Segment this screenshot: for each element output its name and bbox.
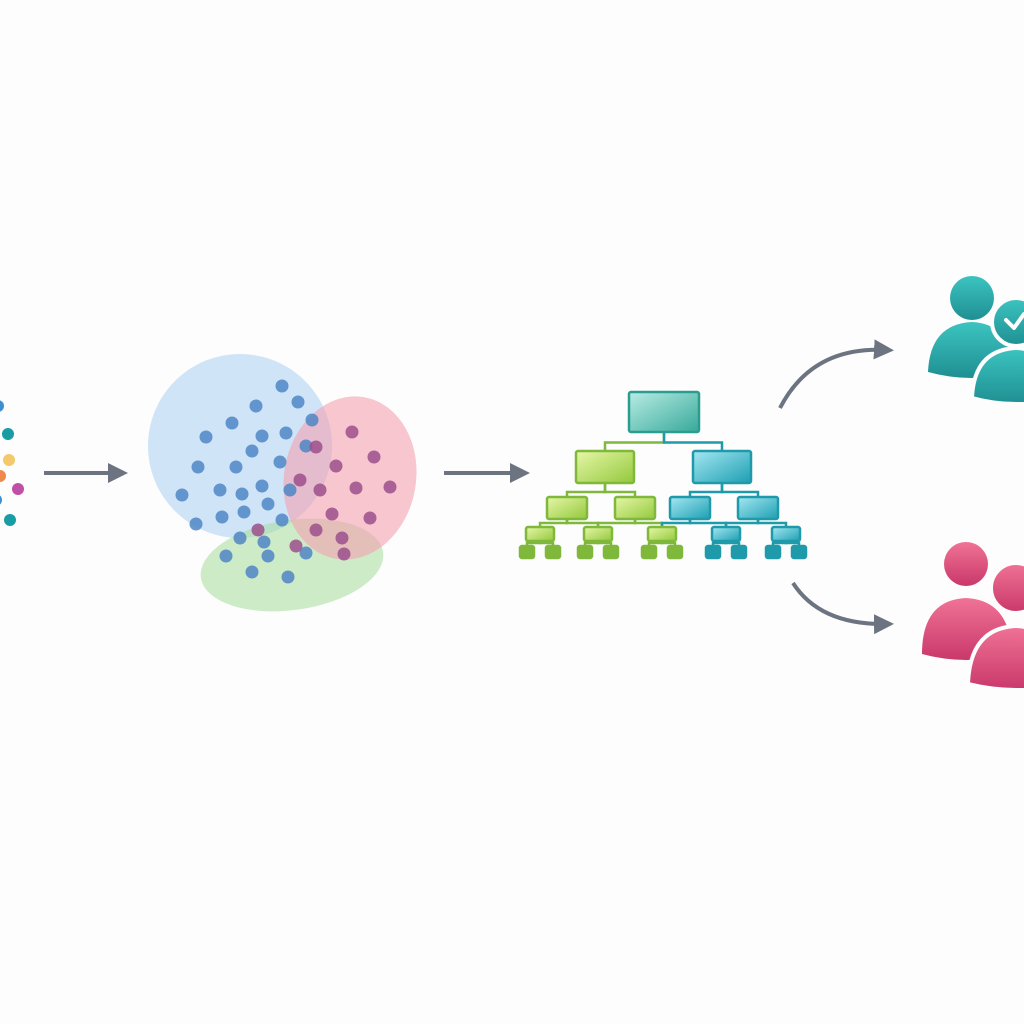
cluster-point xyxy=(249,399,263,413)
cluster-point xyxy=(273,455,287,469)
tree-connector xyxy=(603,433,666,452)
cluster-point xyxy=(189,517,203,531)
user-body-front xyxy=(969,345,1024,406)
cluster-point xyxy=(245,565,259,579)
cluster-point xyxy=(213,483,227,497)
cluster-point xyxy=(215,510,229,524)
cluster-point xyxy=(175,488,189,502)
tree-leaf xyxy=(576,544,594,560)
cluster-group xyxy=(148,354,417,612)
tree-connector xyxy=(756,518,788,528)
input-point xyxy=(2,428,14,440)
cluster-point xyxy=(383,480,397,494)
cluster-point xyxy=(325,507,339,521)
tree-node xyxy=(524,525,556,543)
cluster-point xyxy=(219,549,233,563)
cluster-point xyxy=(199,430,213,444)
cluster-point xyxy=(309,523,323,537)
cluster-point xyxy=(233,531,247,545)
tree-leaf xyxy=(704,544,722,560)
cluster-point xyxy=(261,497,275,511)
cluster-points xyxy=(175,379,397,584)
cluster-point xyxy=(309,440,323,454)
user-group-teal xyxy=(928,276,1024,406)
arrow-branch-top xyxy=(778,339,894,409)
input-point xyxy=(3,454,15,466)
tree-node xyxy=(710,525,742,543)
tree-node xyxy=(691,449,753,485)
cluster-point xyxy=(293,473,307,487)
cluster-point xyxy=(313,483,327,497)
arrow-branch-bottom xyxy=(791,581,894,635)
tree-node xyxy=(668,495,712,521)
cluster-point xyxy=(275,513,289,527)
cluster-point xyxy=(191,460,205,474)
tree-node xyxy=(582,525,614,543)
tree-node xyxy=(574,449,636,485)
user-body-front xyxy=(965,623,1024,692)
decision-tree xyxy=(518,390,808,560)
cluster-point xyxy=(337,547,351,561)
cluster-point xyxy=(279,426,293,440)
cluster-point xyxy=(349,481,363,495)
cluster-point xyxy=(225,416,239,430)
cluster-point xyxy=(299,546,313,560)
cluster-point xyxy=(345,425,359,439)
cluster-point xyxy=(291,395,305,409)
user-group-pink xyxy=(922,542,1024,692)
cluster-point xyxy=(261,549,275,563)
cluster-point xyxy=(367,450,381,464)
cluster-point xyxy=(299,439,313,453)
tree-connector xyxy=(662,433,724,452)
tree-node xyxy=(545,495,589,521)
cluster-point xyxy=(257,535,271,549)
tree-leaf xyxy=(666,544,684,560)
user-head-back xyxy=(944,542,988,586)
user-head-back xyxy=(950,276,994,320)
cluster-point xyxy=(237,505,251,519)
tree-leaf xyxy=(730,544,748,560)
cluster-point xyxy=(363,511,377,525)
cluster-red xyxy=(283,396,417,560)
input-point xyxy=(4,514,16,526)
cluster-point xyxy=(255,479,269,493)
check-icon xyxy=(1004,312,1024,330)
tree-root-node xyxy=(627,390,701,434)
cluster-point xyxy=(245,444,259,458)
tree-leaf xyxy=(764,544,782,560)
tree-leaf xyxy=(790,544,808,560)
input-point xyxy=(12,483,24,495)
tree-leaf xyxy=(640,544,658,560)
user-head-front xyxy=(989,561,1024,615)
input-point xyxy=(0,400,4,412)
cluster-point xyxy=(329,459,343,473)
cluster-point xyxy=(255,429,269,443)
cluster-point xyxy=(289,539,303,553)
tree-leaf xyxy=(518,544,536,560)
cluster-point xyxy=(235,487,249,501)
tree-node xyxy=(736,495,780,521)
cluster-point xyxy=(275,379,289,393)
cluster-point xyxy=(335,531,349,545)
tree-node xyxy=(613,495,657,521)
cluster-point xyxy=(305,413,319,427)
tree-node xyxy=(646,525,678,543)
tree-leaf xyxy=(602,544,620,560)
input-point xyxy=(0,495,2,505)
cluster-point xyxy=(283,483,297,497)
cluster-point xyxy=(281,570,295,584)
tree-node xyxy=(770,525,802,543)
cluster-point xyxy=(229,460,243,474)
input-point xyxy=(0,470,6,482)
input-points xyxy=(0,400,24,526)
tree-leaf xyxy=(544,544,562,560)
cluster-point xyxy=(251,523,265,537)
